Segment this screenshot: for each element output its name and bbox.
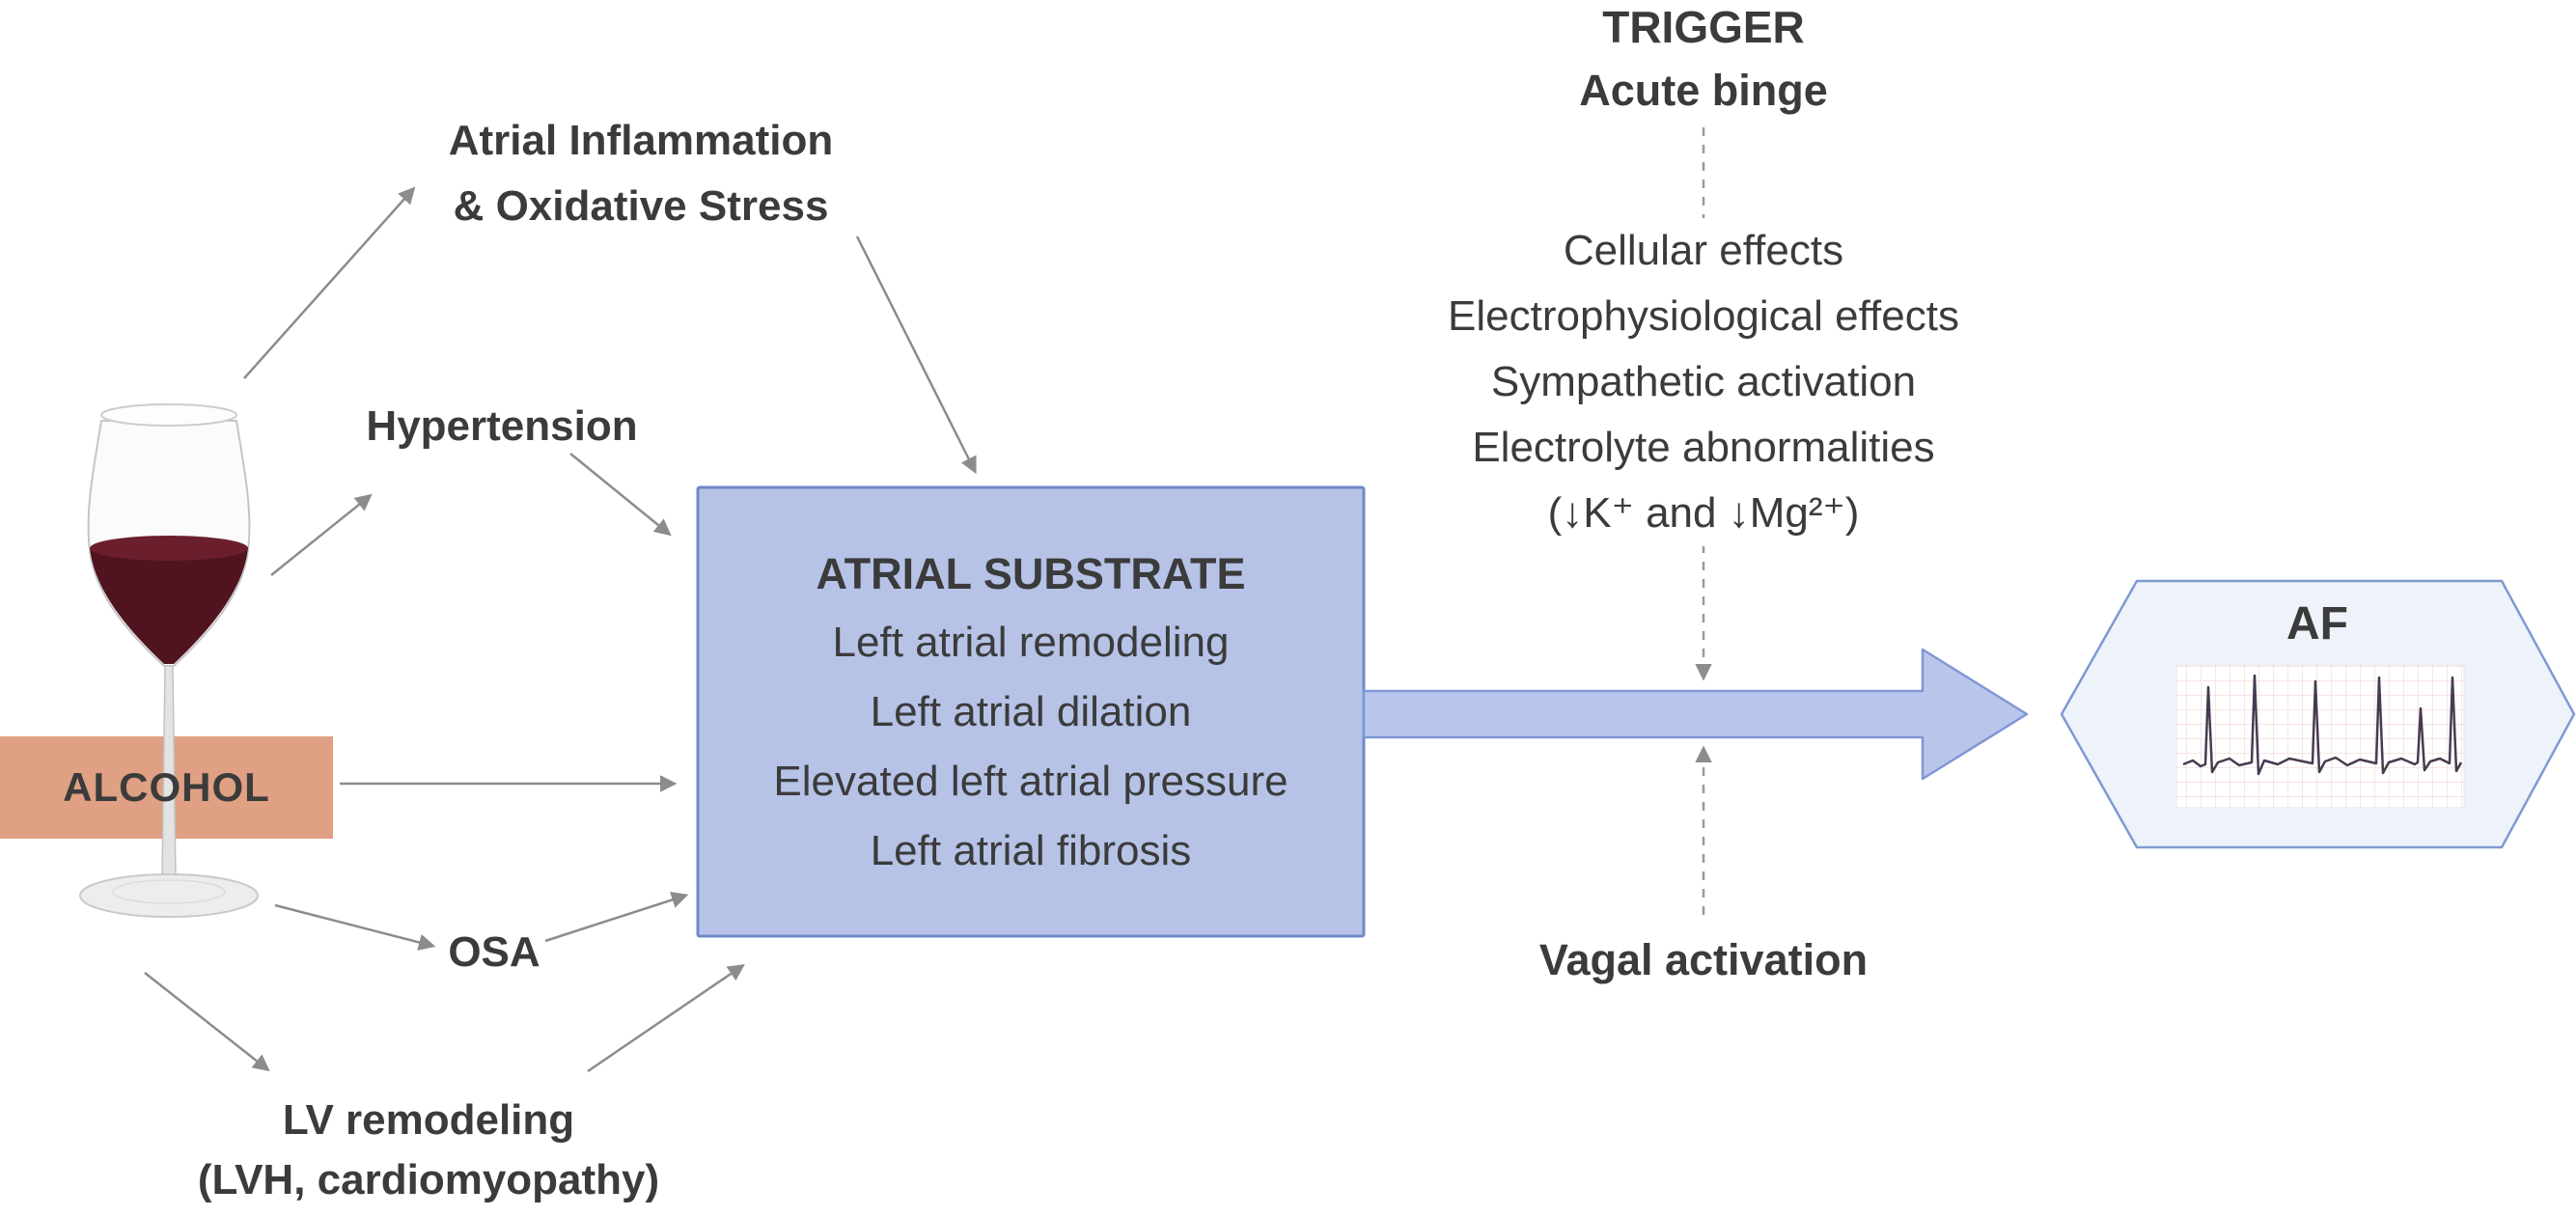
inflammation-line1: Atrial Inflammation [448, 117, 834, 164]
trigger-effect-electrolyte-detail: (↓K⁺ and ↓Mg²⁺) [1547, 489, 1860, 537]
af-label: AF [2286, 598, 2348, 649]
substrate-item: Left atrial fibrosis [870, 827, 1192, 874]
substrate-item: Elevated left atrial pressure [773, 758, 1288, 805]
substrate-item: Left atrial dilation [870, 688, 1192, 735]
arrow-lv-remodeling-to-substrate [587, 964, 745, 1073]
osa-label: OSA [448, 928, 540, 976]
substrate-text: ATRIAL SUBSTRATE Left atrial remodeling … [698, 540, 1364, 886]
trigger-subtitle: Acute binge [1579, 66, 1828, 115]
vagal-activation-label: Vagal activation [1538, 935, 1869, 984]
substrate-to-af-arrow [1362, 648, 2029, 781]
substrate-title: ATRIAL SUBSTRATE [816, 549, 1246, 598]
arrow-inflammation-to-substrate [855, 235, 977, 475]
arrow-alcohol-to-hypertension [270, 493, 373, 576]
arrow-hypertension-to-substrate [569, 453, 672, 537]
wine-glass-icon [79, 403, 259, 918]
arrow-alcohol-to-lv-remodeling [144, 972, 270, 1072]
arrow-alcohol-to-inflammation [243, 186, 416, 379]
alcohol-label: ALCOHOL [63, 764, 270, 810]
arrow-osa-to-substrate [544, 891, 689, 943]
inflammation-label: Atrial Inflammation & Oxidative Stress [449, 108, 834, 239]
lv-line1: LV remodeling [282, 1096, 575, 1144]
trigger-effect: Cellular effects [1563, 227, 1844, 274]
inflammation-line2: & Oxidative Stress [453, 182, 829, 230]
substrate-item: Left atrial remodeling [832, 619, 1230, 666]
trigger-effect: Electrophysiological effects [1448, 292, 1959, 340]
hypertension-label: Hypertension [366, 402, 638, 450]
trigger-effects-list: Cellular effects Electrophysiological ef… [1434, 218, 1973, 546]
trigger-effect: Sympathetic activation [1490, 358, 1917, 405]
lv-remodeling-label: LV remodeling (LVH, cardiomyopathy) [198, 1091, 659, 1210]
lv-line2: (LVH, cardiomyopathy) [197, 1156, 660, 1203]
trigger-title: TRIGGER [1602, 2, 1805, 52]
arrow-alcohol-to-osa [274, 903, 436, 951]
trigger-effect: Electrolyte abnormalities [1472, 424, 1935, 471]
ecg-strip [2175, 664, 2465, 809]
